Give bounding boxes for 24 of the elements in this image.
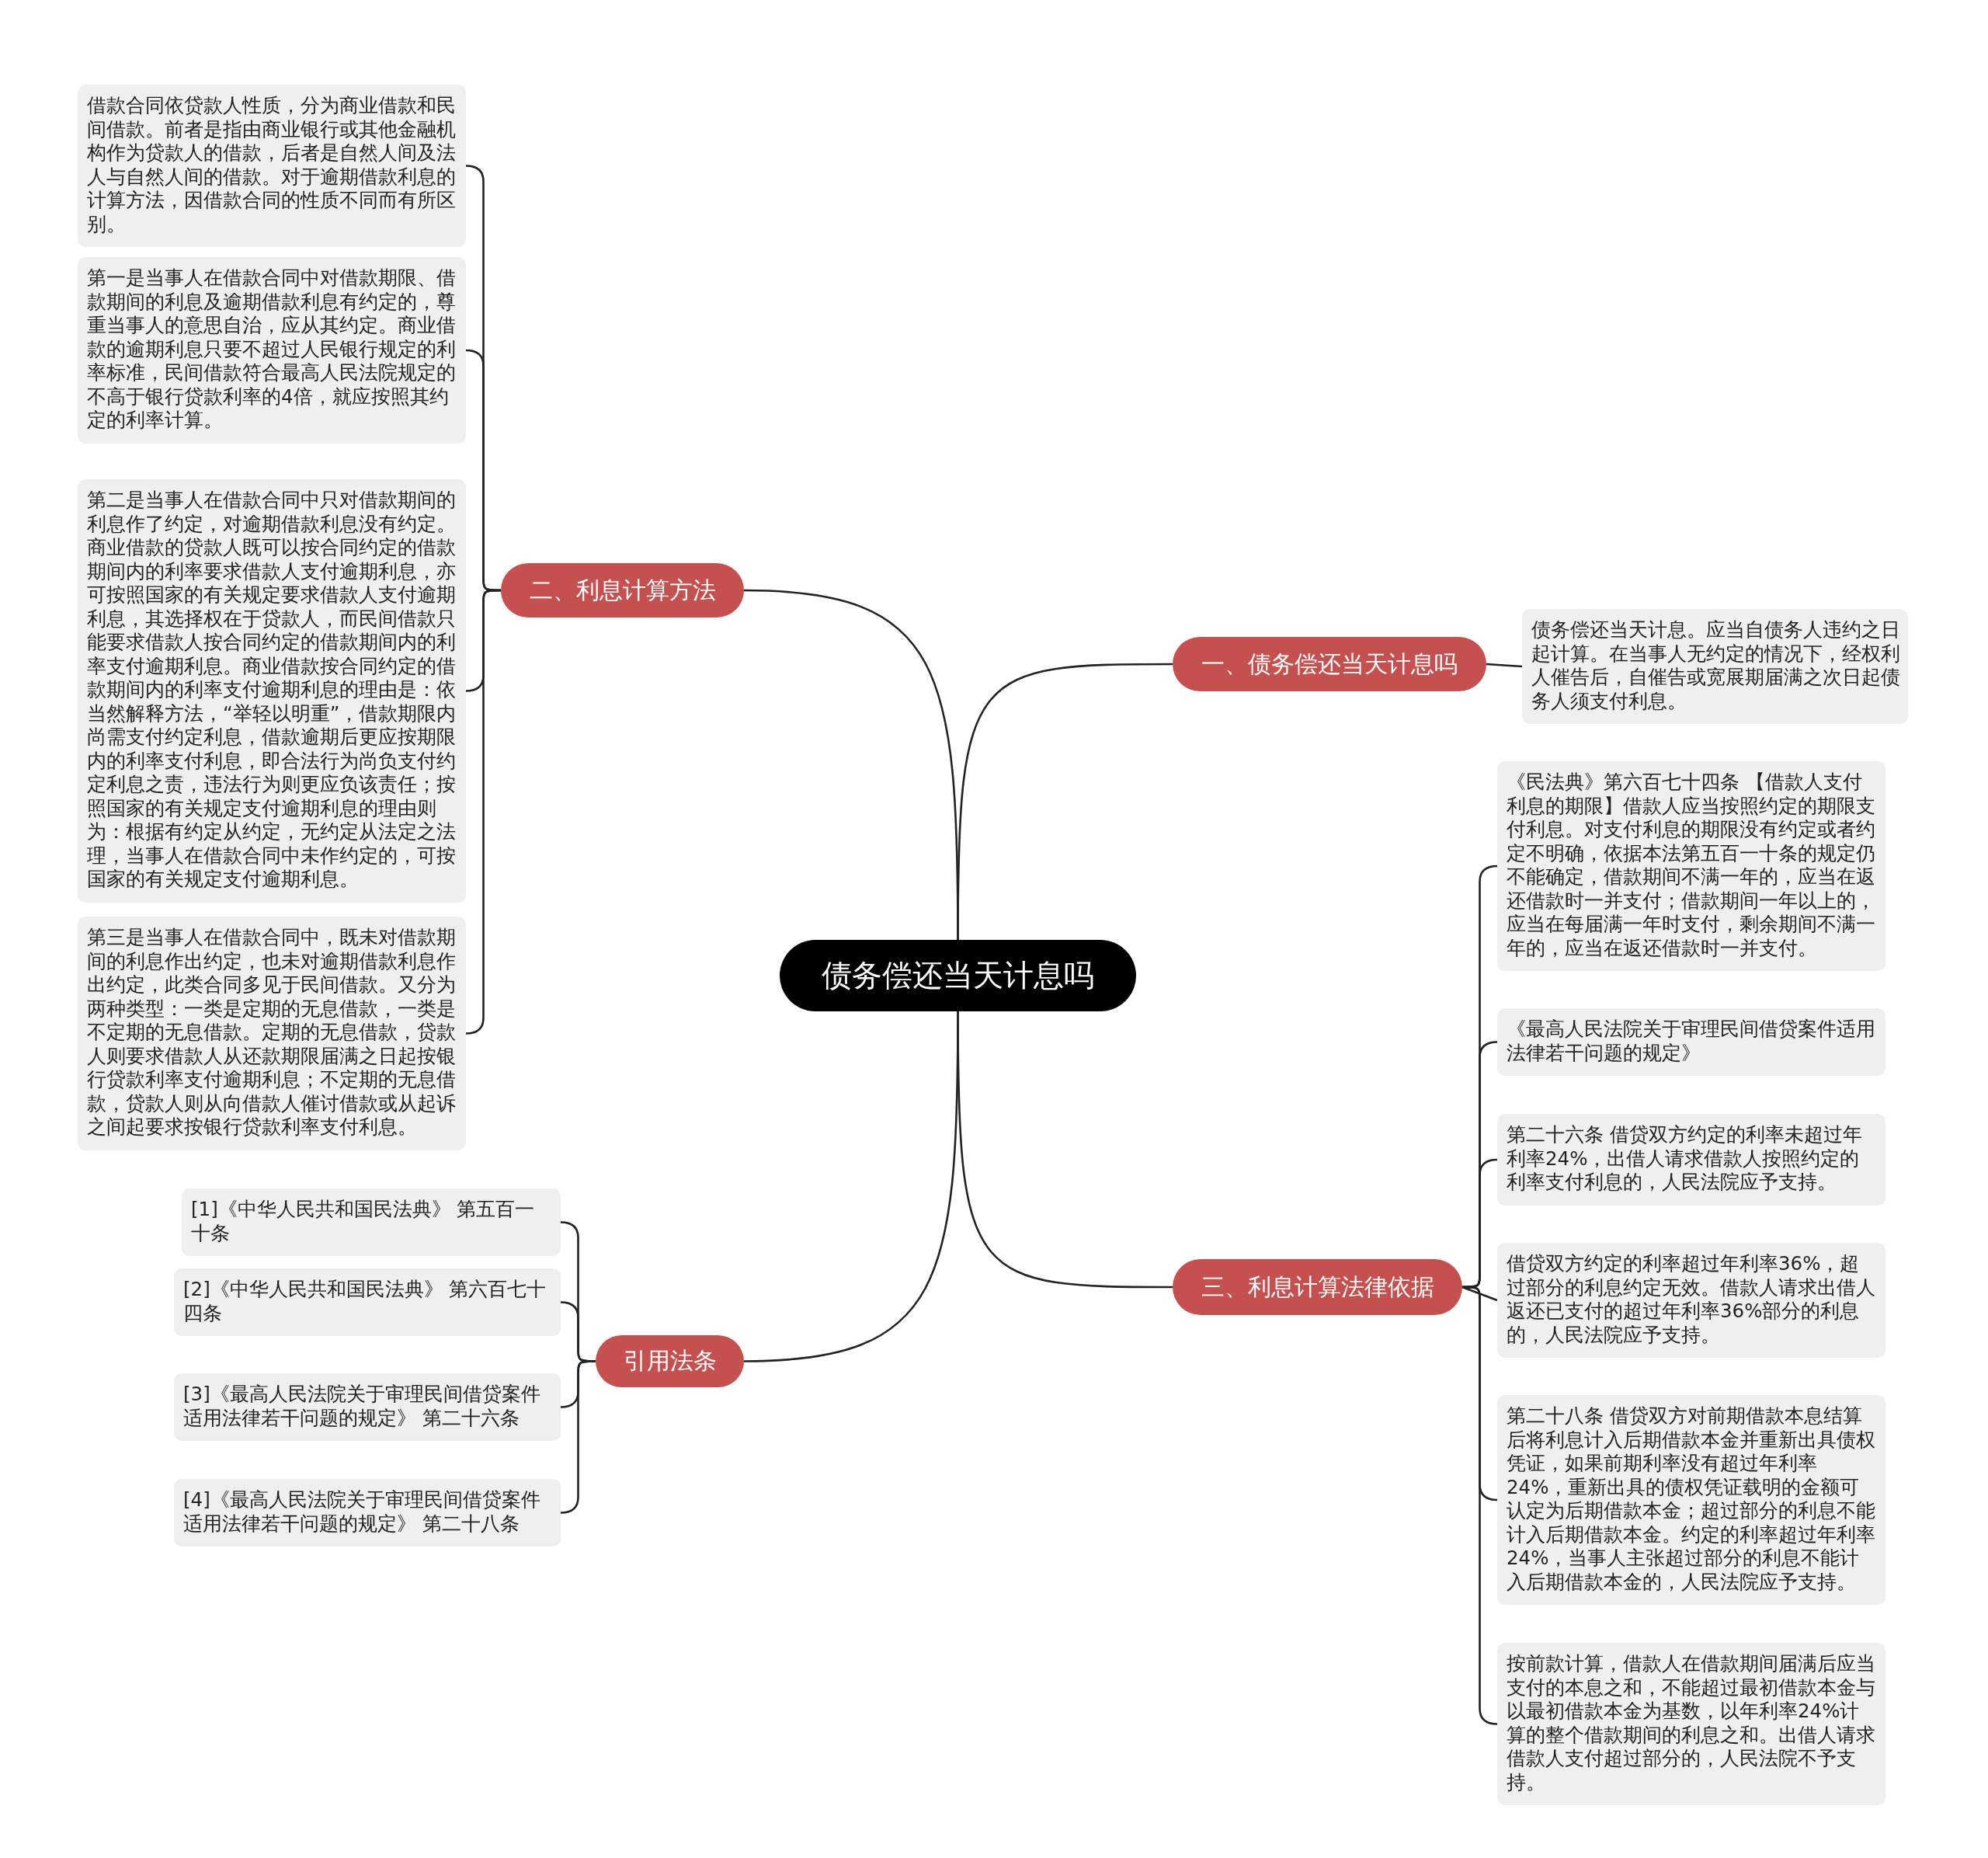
note-card: 第一是当事人在借款合同中对借款期限、借款期间的利息及逾期借款利息有约定的，尊重当事人的意思自治，应从其约定。商业借款的逾期利息只要不超过人民银行规定的利率标准，民间借款符合最高人民法院规定的不高于银行贷款利率的4倍，就应按照其约定的利率计算。: [78, 257, 466, 444]
topic-pill: 二、利息计算方法: [501, 563, 744, 618]
connector-line: [1461, 1286, 1498, 1302]
connector-line: [1486, 663, 1523, 668]
note-card: 借款合同依贷款人性质，分为商业借款和民间借款。前者是指由商业银行或其他金融机构作为贷款人的借款，后者是自然人间及法人与自然人间的借款。对于逾期借款利息的计算方法，因借款合同的性质不同而有所区别。: [78, 85, 466, 247]
note-card: [4]《最高人民法院关于审理民间借贷案件适用法律若干问题的规定》 第二十八条: [174, 1479, 561, 1547]
topic-pill: 一、债务偿还当天计息吗: [1173, 637, 1486, 691]
note-card: 第二是当事人在借款合同中只对借款期间的利息作了约定，对逾期借款利息没有约定。商业借款的贷款人既可以按合同约定的借款期间内的利率要求借款人支付逾期利息，亦可按照国家的有关规定要求借款人支付逾期利息，其选择权在于贷款人，而民间借款只能要求借款人按合同约定的借款期间内的利率支付逾期利息。商业借款按合同约定的借款期间内的利率支付逾期利息的理由是：依当然解释方法，“举轻以明重”，借款期限内尚需支付约定利息，借款逾期后更应按期限内的利率支付利息，即合法行为尚负支付约定利息之责，违法行为则更应负该责任；按照国家的有关规定支付逾期利息的理由则为：根据有约定从约定，无约定从法定之法理，当事人在借款合同中未作约定的，可按国家的有关规定支付逾期利息。: [78, 479, 466, 903]
note-card: 按前款计算，借款人在借款期间届满后应当支付的本息之和，不能超过最初借款本金与以最初借款本金为基数，以年利率24%计算的整个借款期间的利息之和。出借人请求借款人支付超过部分的，人民法院不予支持。: [1497, 1643, 1885, 1805]
central-topic: 债务偿还当天计息吗: [780, 940, 1136, 1011]
note-card: [2]《中华人民共和国民法典》 第六百七十四条: [174, 1268, 561, 1336]
topic-pill: 引用法条: [596, 1335, 744, 1387]
note-card: 《最高人民法院关于审理民间借贷案件适用法律若干问题的规定》: [1497, 1008, 1885, 1076]
connector-line: [743, 1011, 959, 1362]
note-card: 第三是当事人在借款合同中，既未对借款期间的利息作出约定，也未对逾期借款利息作出约定，此类合同多见于民间借款。又分为两种类型：一类是定期的无息借款，一类是不定期的无息借款。定期的无息借款，贷款人则要求借款人从还款期限届满之日起按银行贷款利率支付逾期利息；不定期的无息借款，贷款人则从向借款人催讨借款或从起诉之间起要求按银行贷款利率支付利息。: [78, 917, 466, 1150]
note-card: 债务偿还当天计息。应当自债务人违约之日起计算。在当事人无约定的情况下，经权利人催告后，自催告或宽展期届满之次日起债务人须支付利息。: [1522, 609, 1908, 724]
note-card: 第二十八条 借贷双方对前期借款本息结算后将利息计入后期借款本金并重新出具债权凭证，如果前期利率没有超过年利率24%，重新出具的债权凭证载明的金额可认定为后期借款本金；超过部分的利息不能计入后期借款本金。约定的利率超过年利率24%，当事人主张超过部分的利息不能计入后期借款本金的，人民法院应予支持。: [1497, 1395, 1885, 1605]
note-card: 借贷双方约定的利率超过年利率36%，超过部分的利息约定无效。借款人请求出借人返还已支付的超过年利率36%部分的利息的，人民法院应予支持。: [1497, 1243, 1885, 1358]
note-card: 第二十六条 借贷双方约定的利率未超过年利率24%，出借人请求借款人按照约定的利率支付利息的，人民法院应予支持。: [1497, 1114, 1885, 1206]
connector-line: [743, 589, 959, 940]
note-card: [3]《最高人民法院关于审理民间借贷案件适用法律若干问题的规定》 第二十六条: [174, 1373, 561, 1441]
note-card: [1]《中华人民共和国民法典》 第五百一十条: [182, 1188, 561, 1256]
topic-pill: 三、利息计算法律依据: [1173, 1259, 1462, 1315]
note-card: 《民法典》第六百七十四条 【借款人支付利息的期限】借款人应当按照约定的期限支付利息。对支付利息的期限没有约定或者约定不明确，依据本法第五百一十条的规定仍不能确定，借款期间不满一年的，应当在返还借款时一并支付；借款期间一年以上的，应当在每届满一年时支付，剩余期间不满一年的，应当在返还借款时一并支付。: [1497, 761, 1885, 971]
